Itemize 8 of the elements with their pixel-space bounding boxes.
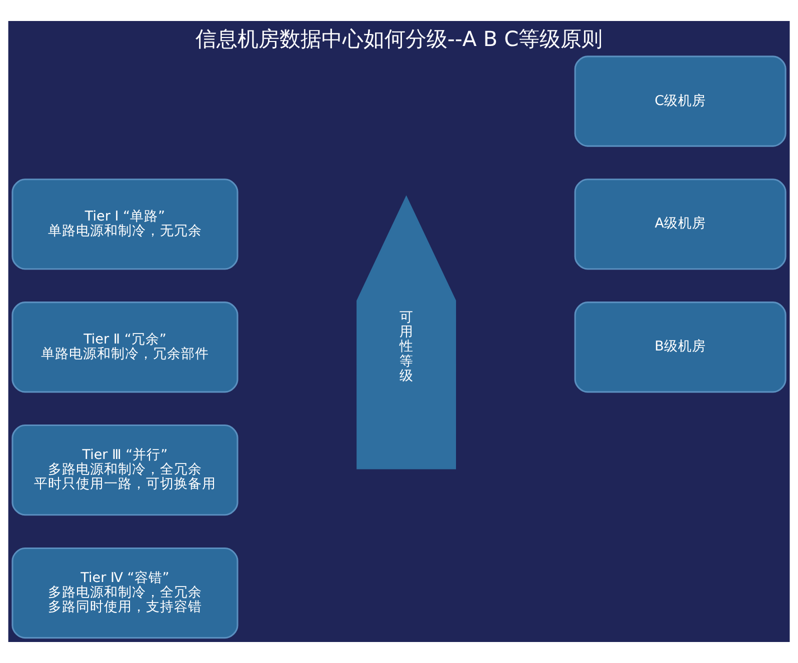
- node-box: A级机房: [574, 178, 786, 270]
- diagram-title: 信息机房数据中心如何分级--A B C等级原则: [195, 27, 603, 52]
- node-box: Tier Ⅲ “并行” 多路电源和制冷，全冗余 平时只使用一路，可切换备用: [12, 424, 238, 516]
- node-box: Tier Ⅰ “单路” 单路电源和制冷，无冗余: [12, 178, 238, 270]
- node-box: Tier Ⅱ “冗余” 单路电源和制冷，冗余部件: [12, 302, 238, 393]
- node-box: B级机房: [574, 302, 786, 393]
- node-box: C级机房: [574, 56, 786, 147]
- node-box: Tier Ⅳ “容错” 多路电源和制冷，全冗余 多路同时使用，支持容错: [12, 547, 238, 639]
